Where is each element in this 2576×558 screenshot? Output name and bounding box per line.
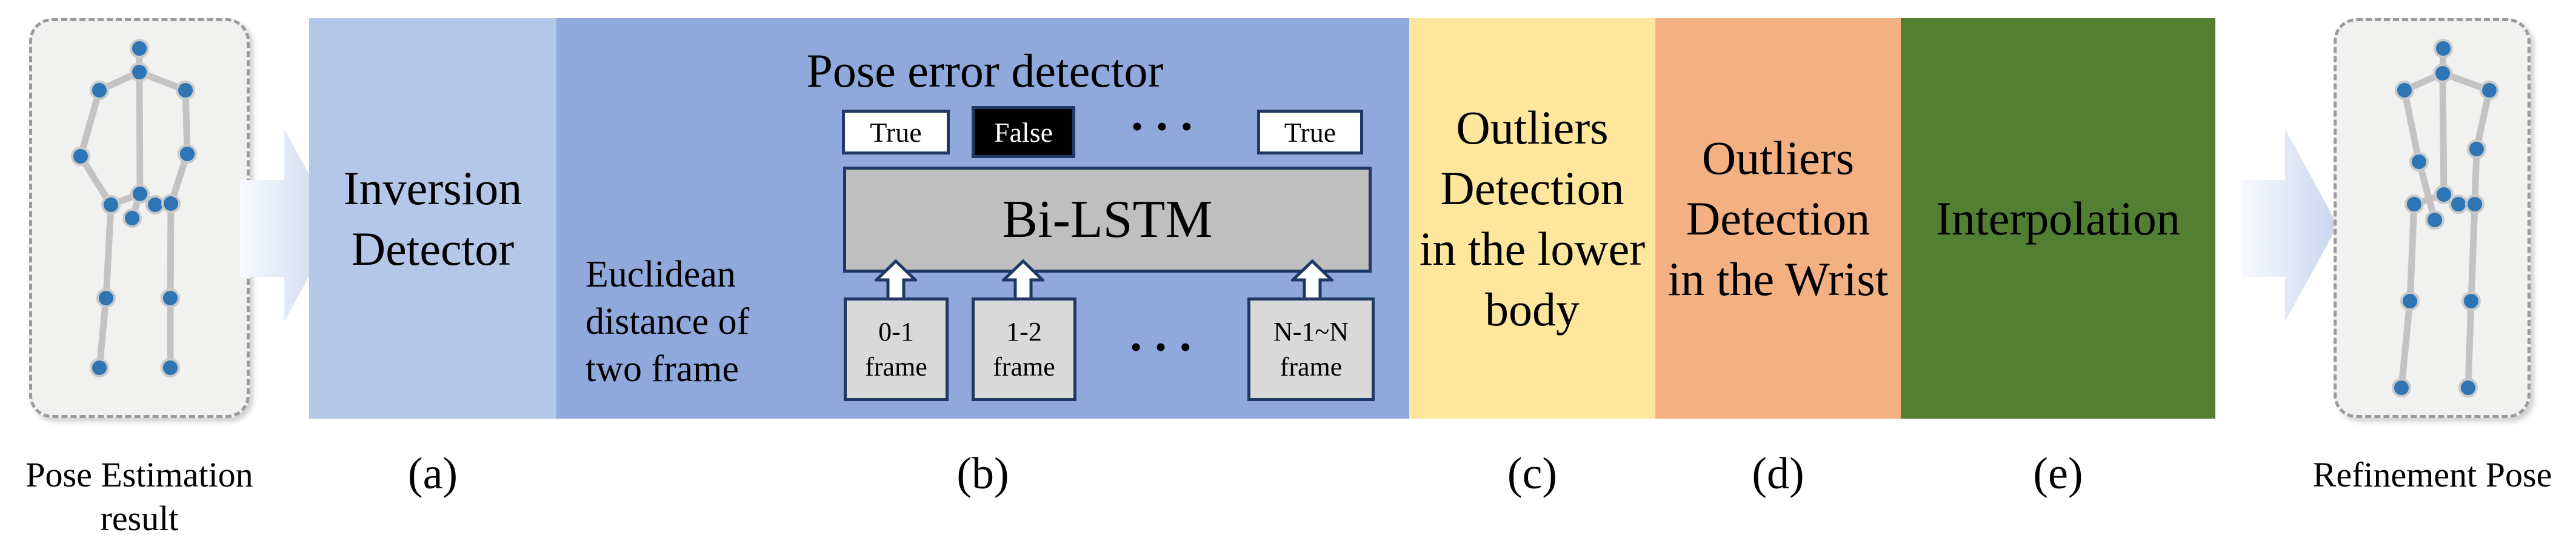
inputs-ellipsis: • • • [1130, 331, 1195, 364]
stage-outliers-wrist: Outliers Detection in the Wrist [1655, 18, 1901, 419]
pose-skeleton-right-icon [2392, 39, 2499, 397]
stage-d-label: Outliers Detection in the Wrist [1667, 131, 1889, 305]
tag-c: (c) [1507, 449, 1558, 499]
bilstm-label: Bi-LSTM [1002, 190, 1213, 249]
flow-arrow-left-icon [240, 129, 337, 322]
stage-interpolation: Interpolation [1901, 18, 2215, 419]
left-caption: Pose Estimation result [25, 455, 253, 538]
frame-word: frame [993, 351, 1055, 382]
frame-range: N-1~N [1273, 316, 1349, 347]
frame-input-1-2: 1-2 frame [972, 297, 1076, 401]
pose-skeleton-left-icon [71, 39, 197, 377]
tag-e: (e) [2033, 449, 2083, 499]
frame-input-0-1: 0-1 frame [844, 297, 949, 401]
pose-error-detector-title: Pose error detector [806, 44, 1164, 97]
refinement-pose-box [2334, 18, 2531, 418]
output-true-1: True [842, 110, 950, 154]
stage-e-label: Interpolation [1936, 191, 2180, 245]
right-caption: Refinement Pose [2312, 455, 2552, 494]
stage-inversion-detector: Inversion Detector [309, 18, 556, 419]
stage-outliers-lower-body: Outliers Detection in the lower body [1409, 18, 1655, 419]
bilstm-box: Bi-LSTM [843, 167, 1372, 273]
stage-c-label: Outliers Detection in the lower body [1419, 101, 1646, 336]
tag-a: (a) [407, 449, 458, 499]
frame-range: 1-2 [1006, 316, 1042, 347]
flow-arrow-right-icon [2241, 129, 2338, 322]
tag-b: (b) [956, 449, 1009, 499]
frame-word: frame [1280, 351, 1343, 382]
output-true-2: True [1257, 110, 1363, 154]
frame-input-n: N-1~N frame [1247, 297, 1375, 401]
frame-range: 0-1 [878, 316, 914, 347]
stage-a-label: Inversion Detector [343, 161, 522, 275]
pose-estimation-box [29, 18, 250, 418]
tag-d: (d) [1752, 449, 1804, 499]
output-false: False [972, 106, 1075, 158]
outputs-ellipsis: • • • [1132, 111, 1196, 143]
euclidean-note: Euclidean distance of two frame [586, 254, 750, 390]
frame-word: frame [865, 351, 927, 382]
